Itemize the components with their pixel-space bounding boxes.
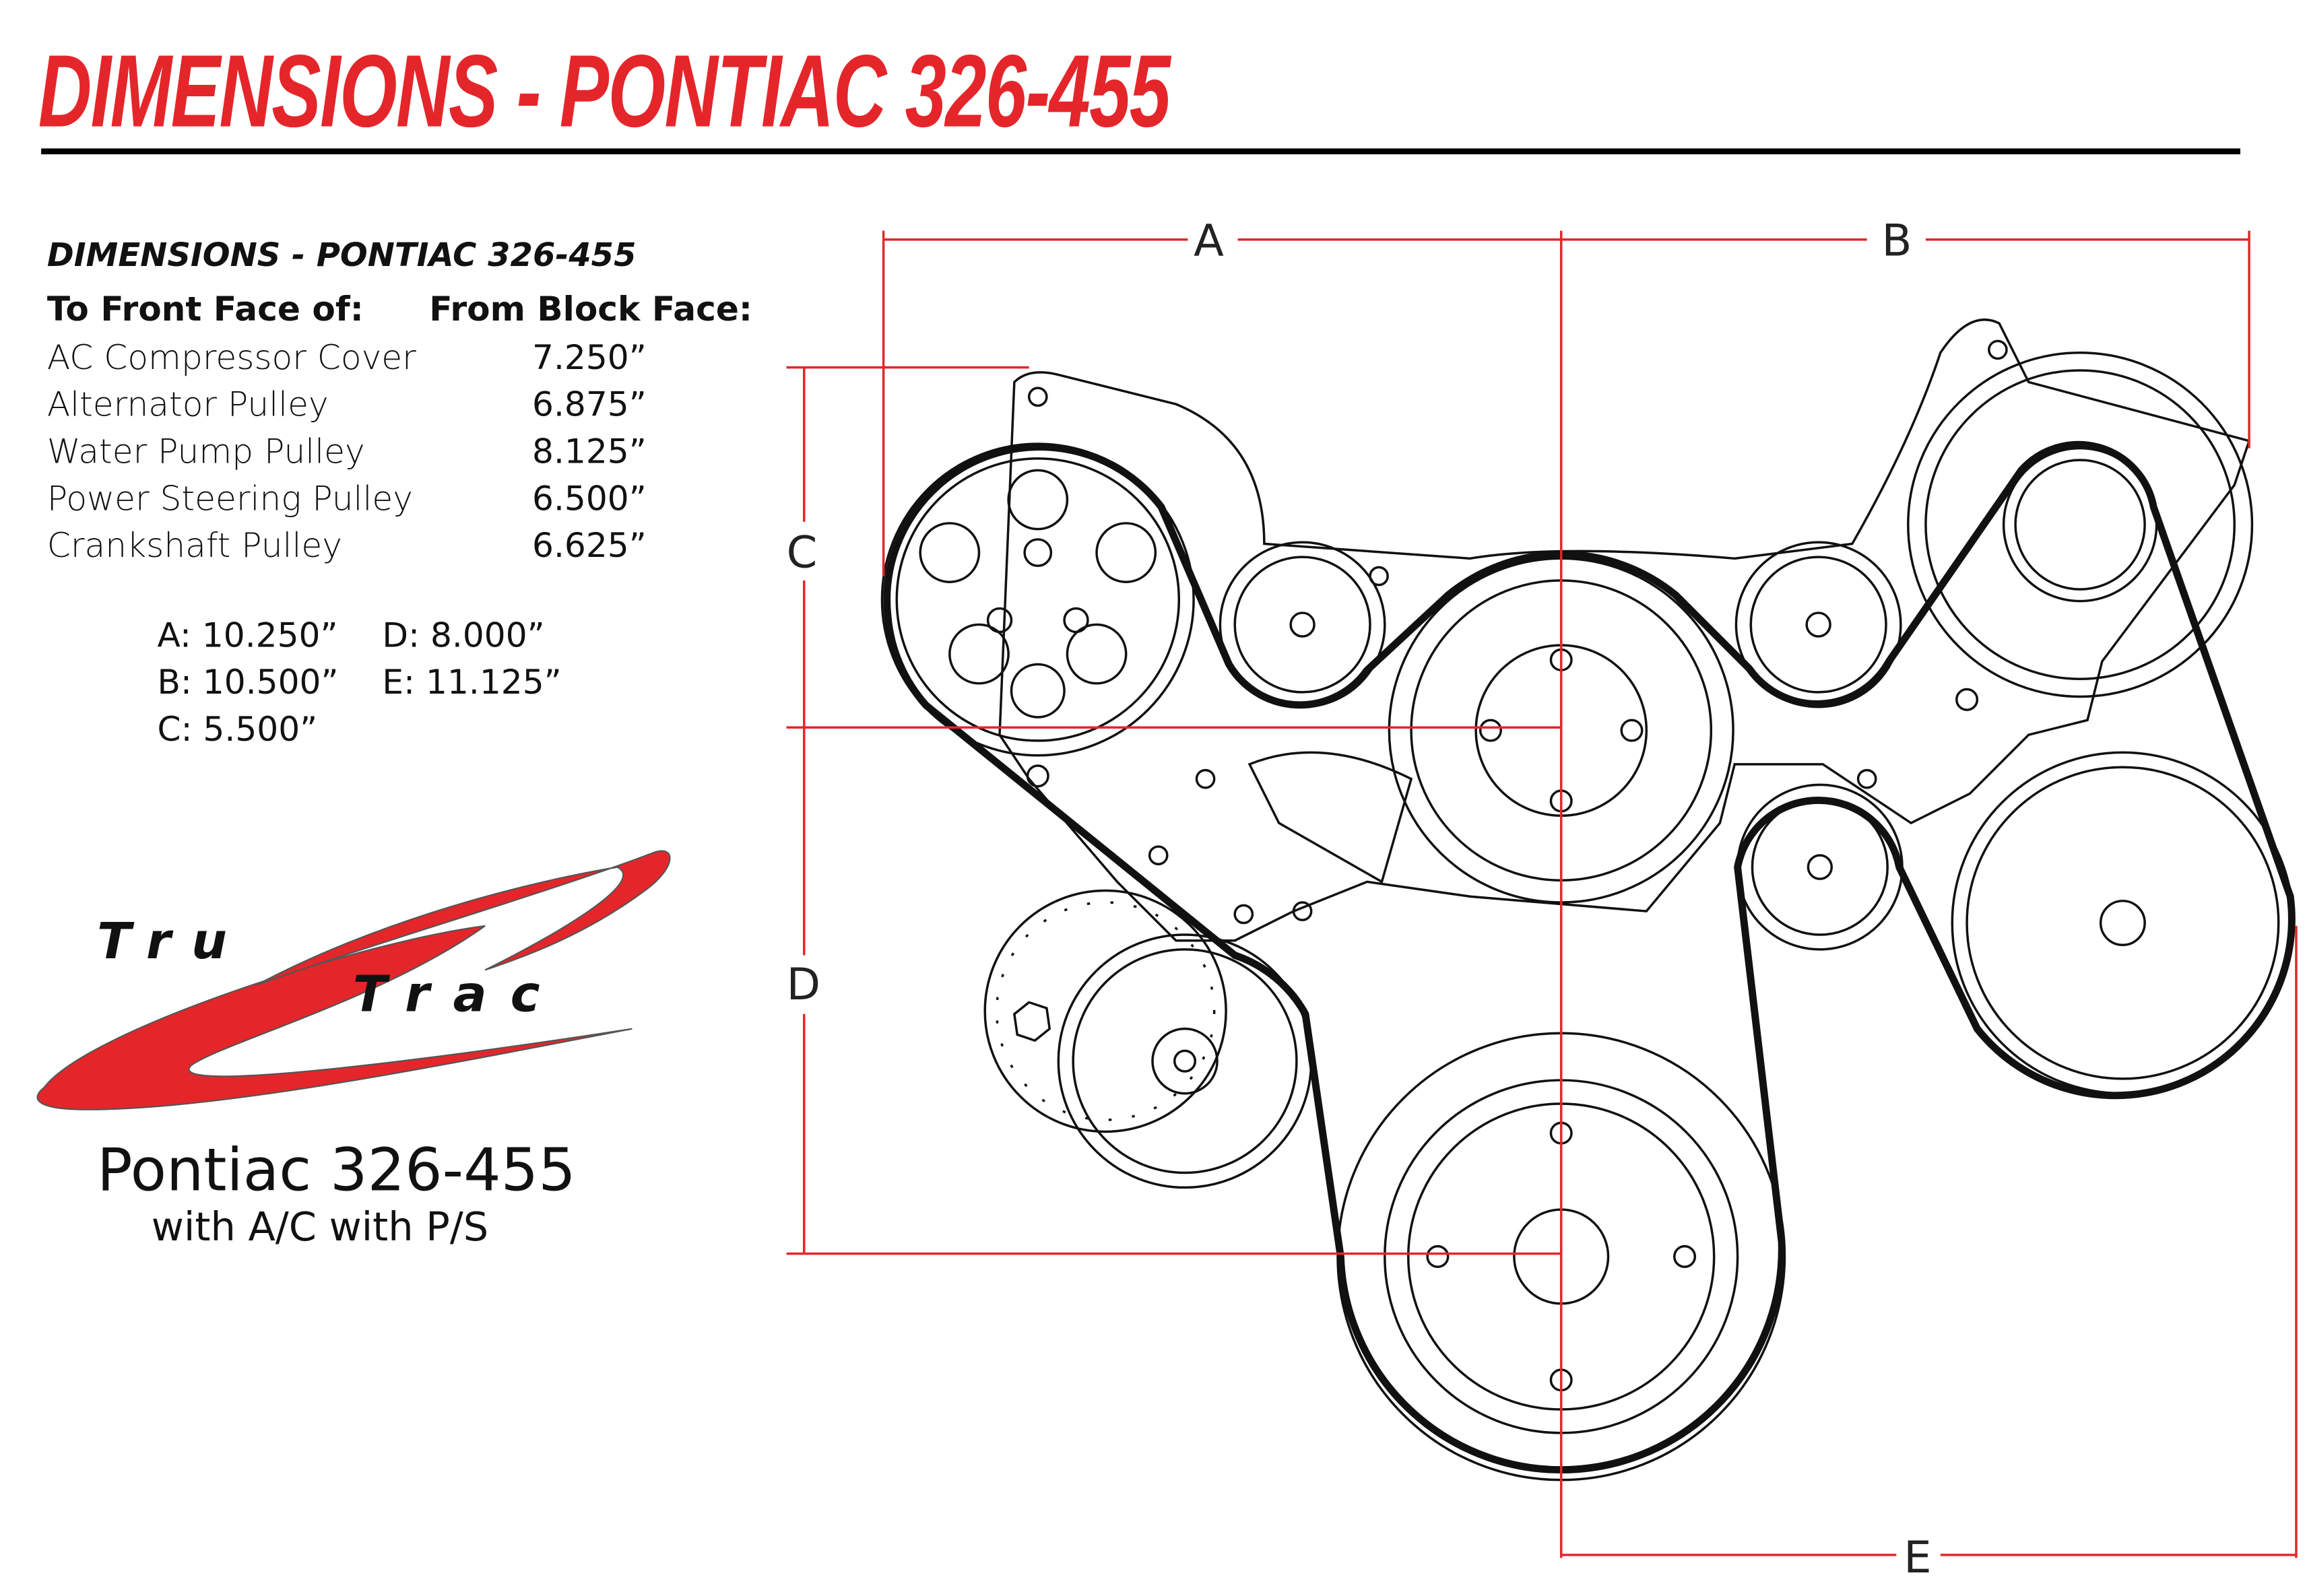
- column-header-block-face: From Block Face:: [429, 291, 753, 329]
- trutrac-logo: Tru Trac: [36, 850, 671, 1110]
- dimension-label-e: E: [1904, 1532, 1931, 1583]
- power-steering-pulley: [1951, 751, 2295, 1095]
- idler-pulley-upper-right: [1734, 541, 1902, 708]
- summary-c: C: 5.500”: [157, 711, 318, 750]
- row-value: 8.125”: [532, 433, 647, 472]
- row-label: AC Compressor Cover: [46, 339, 416, 378]
- caption-options: with A/C with P/S: [151, 1205, 489, 1251]
- mount-holes: [1026, 339, 2008, 925]
- row-value: 7.250”: [532, 339, 647, 378]
- brackets: [998, 318, 2251, 942]
- row-value: 6.875”: [532, 386, 647, 425]
- row-label: Power Steering Pulley: [46, 480, 414, 519]
- crankshaft-pulley: [1336, 1032, 1786, 1482]
- alternator-fan: [1907, 352, 2254, 698]
- row-label: Water Pump Pulley: [46, 433, 365, 472]
- dimension-lines: [786, 230, 2298, 1558]
- row-label: Crankshaft Pulley: [46, 527, 343, 566]
- table-heading: DIMENSIONS - PONTIAC 326-455: [46, 238, 637, 275]
- tensioner: [983, 889, 1313, 1189]
- water-pump-pulley: [1388, 557, 1734, 904]
- caption-model: Pontiac 326-455: [97, 1137, 576, 1205]
- dimension-label-b: B: [1881, 215, 1912, 267]
- column-header-front-face: To Front Face of:: [46, 291, 364, 329]
- logo-text-trac: Trac: [353, 965, 564, 1023]
- idler-pulley-lower: [1736, 783, 1904, 951]
- row-label: Alternator Pulley: [46, 386, 329, 425]
- summary-a: A: 10.250”: [157, 617, 338, 656]
- dimension-label-d: D: [787, 959, 820, 1010]
- logo-text-tru: Tru: [97, 912, 248, 970]
- summary-d: D: 8.000”: [382, 617, 545, 656]
- dimension-label-c: C: [787, 527, 818, 578]
- serpentine-belt: [883, 440, 2296, 1474]
- idler-pulley-upper-left: [1219, 541, 1386, 708]
- page-title: DIMENSIONS - PONTIAC 326-455: [38, 34, 1171, 149]
- ac-compressor-pulley: [880, 442, 1195, 757]
- summary-e: E: 11.125”: [382, 664, 562, 703]
- row-value: 6.500”: [532, 480, 647, 519]
- title-divider: [41, 148, 2240, 155]
- dimension-label-a: A: [1194, 215, 1224, 267]
- summary-b: B: 10.500”: [157, 664, 339, 703]
- row-value: 6.625”: [532, 527, 647, 566]
